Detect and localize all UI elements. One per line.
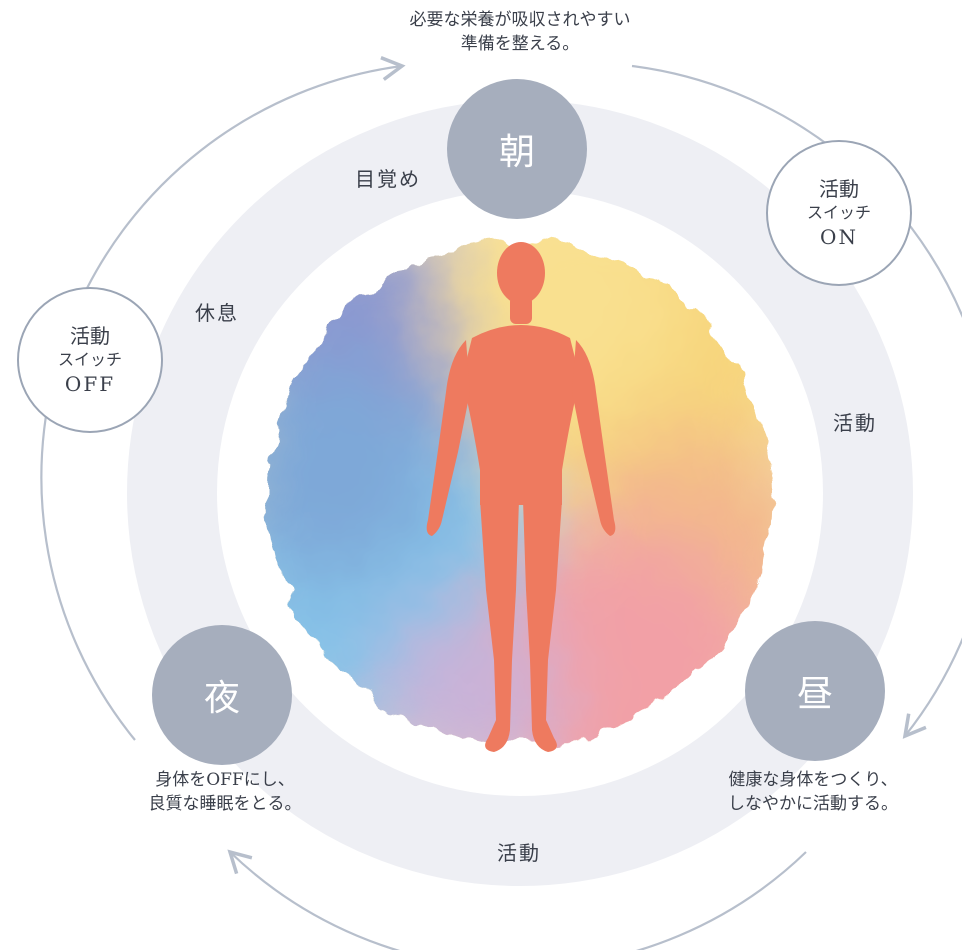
- switch-off-line2: スイッチ: [57, 350, 122, 369]
- day-label: 昼: [796, 674, 833, 715]
- switch-off-line3: OFF: [64, 372, 116, 396]
- wake-label: 目覚め: [355, 167, 421, 191]
- night-caption-line1: 身体をOFFにし、: [155, 770, 295, 790]
- switch-off-circle: 活動 スイッチ OFF: [17, 287, 163, 433]
- day-circle: 昼: [745, 621, 885, 761]
- night-caption-line2: 良質な睡眠をとる。: [148, 794, 302, 814]
- switch-off-line1: 活動: [70, 324, 110, 348]
- morning-caption-line1: 必要な栄養が吸収されやすい: [409, 10, 631, 30]
- morning-label: 朝: [498, 132, 535, 173]
- morning-caption: 必要な栄養が吸収されやすい 準備を整える。: [350, 8, 690, 56]
- day-caption-line2: しなやかに活動する。: [728, 794, 898, 814]
- night-label: 夜: [203, 678, 240, 719]
- human-figure: [426, 242, 616, 752]
- rest-label: 休息: [195, 301, 239, 325]
- switch-on-line3: ON: [820, 225, 858, 249]
- night-circle: 夜: [152, 625, 292, 765]
- switch-on-line1: 活動: [819, 177, 859, 201]
- day-caption: 健康な身体をつくり、 しなやかに活動する。: [688, 768, 938, 816]
- switch-on-circle: 活動 スイッチ ON: [766, 140, 912, 286]
- arrow-morning-to-day: [631, 64, 962, 739]
- night-caption: 身体をOFFにし、 良質な睡眠をとる。: [110, 768, 340, 816]
- morning-caption-line2: 準備を整える。: [460, 34, 580, 54]
- morning-circle: 朝: [447, 79, 587, 219]
- arrow-day-to-night: [227, 849, 807, 950]
- day-caption-line1: 健康な身体をつくり、: [728, 770, 898, 790]
- activity-bottom-label: 活動: [497, 841, 541, 865]
- activity-right-label: 活動: [833, 411, 877, 435]
- switch-on-line2: スイッチ: [806, 203, 871, 222]
